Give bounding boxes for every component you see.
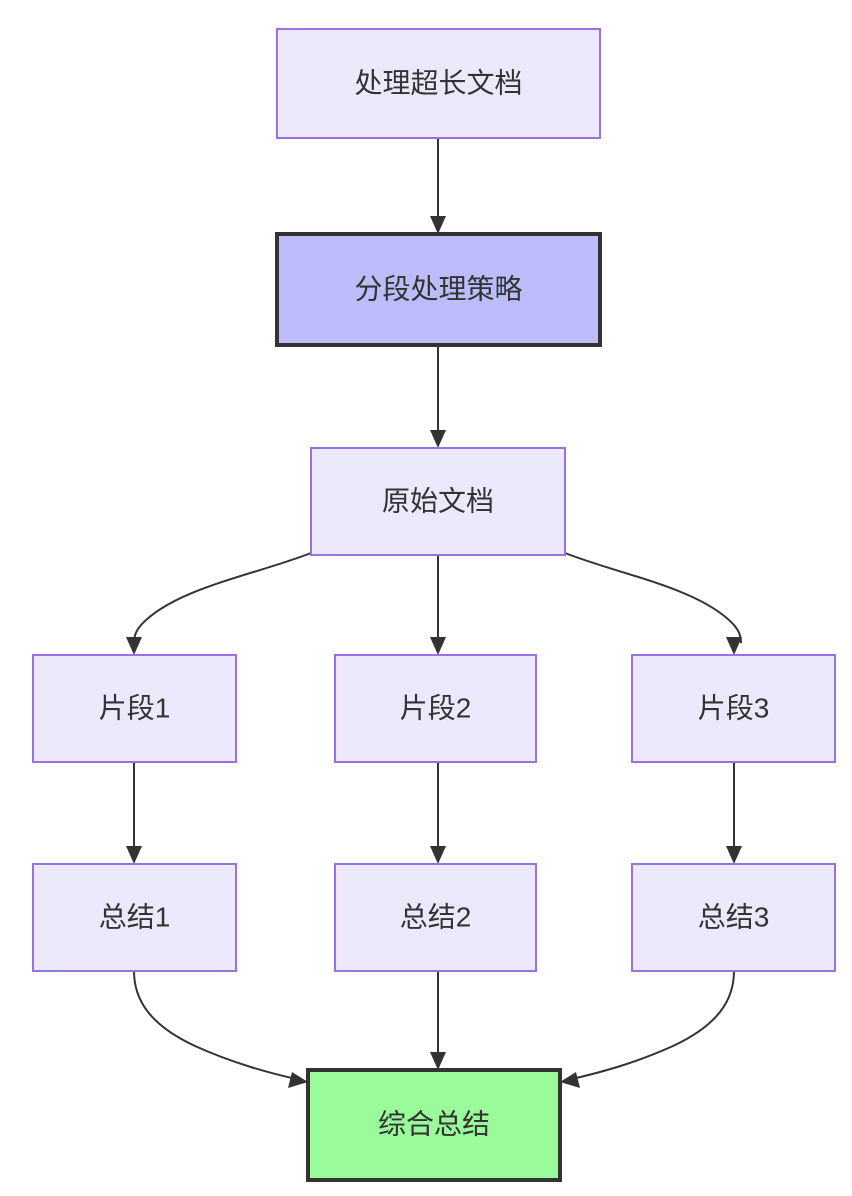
node-chunk-1-label: 片段1 — [99, 692, 171, 723]
edge-source-to-chunk1 — [126, 552, 312, 655]
node-chunk-3[interactable]: 片段3 — [631, 654, 836, 763]
node-summary-2-label: 总结2 — [400, 901, 472, 932]
edge-chunk1-to-summary1 — [126, 762, 142, 864]
node-chunk-2[interactable]: 片段2 — [334, 654, 537, 763]
edge-summary1-to-final — [133, 970, 308, 1088]
node-summary-1[interactable]: 总结1 — [32, 863, 237, 972]
node-layer: 处理超长文档 分段处理策略 原始文档 片段1 片段2 片段3 — [32, 28, 836, 1182]
node-chunk-3-label: 片段3 — [698, 692, 770, 723]
edge-source-to-chunk3 — [564, 552, 742, 655]
node-strategy[interactable]: 分段处理策略 — [275, 232, 602, 347]
edge-summary3-to-final — [560, 970, 735, 1088]
node-source-label: 原始文档 — [382, 485, 494, 516]
node-start[interactable]: 处理超长文档 — [276, 28, 601, 139]
node-source-document[interactable]: 原始文档 — [310, 447, 566, 556]
node-final-summary-label: 综合总结 — [378, 1108, 490, 1139]
node-chunk-2-label: 片段2 — [400, 692, 472, 723]
edge-strategy-to-source — [430, 345, 446, 448]
edge-start-to-strategy — [430, 138, 446, 234]
node-summary-2[interactable]: 总结2 — [334, 863, 537, 972]
edge-summary2-to-final — [430, 971, 446, 1070]
node-strategy-label: 分段处理策略 — [354, 273, 522, 304]
edge-source-to-chunk2 — [430, 555, 446, 655]
node-final-summary[interactable]: 综合总结 — [306, 1068, 562, 1182]
edge-layer — [126, 138, 742, 1088]
node-summary-3-label: 总结3 — [698, 901, 770, 932]
node-start-label: 处理超长文档 — [354, 67, 522, 98]
node-chunk-1[interactable]: 片段1 — [32, 654, 237, 763]
node-summary-3[interactable]: 总结3 — [631, 863, 836, 972]
edge-chunk2-to-summary2 — [430, 762, 446, 864]
edge-chunk3-to-summary3 — [726, 762, 742, 864]
node-summary-1-label: 总结1 — [99, 901, 171, 932]
